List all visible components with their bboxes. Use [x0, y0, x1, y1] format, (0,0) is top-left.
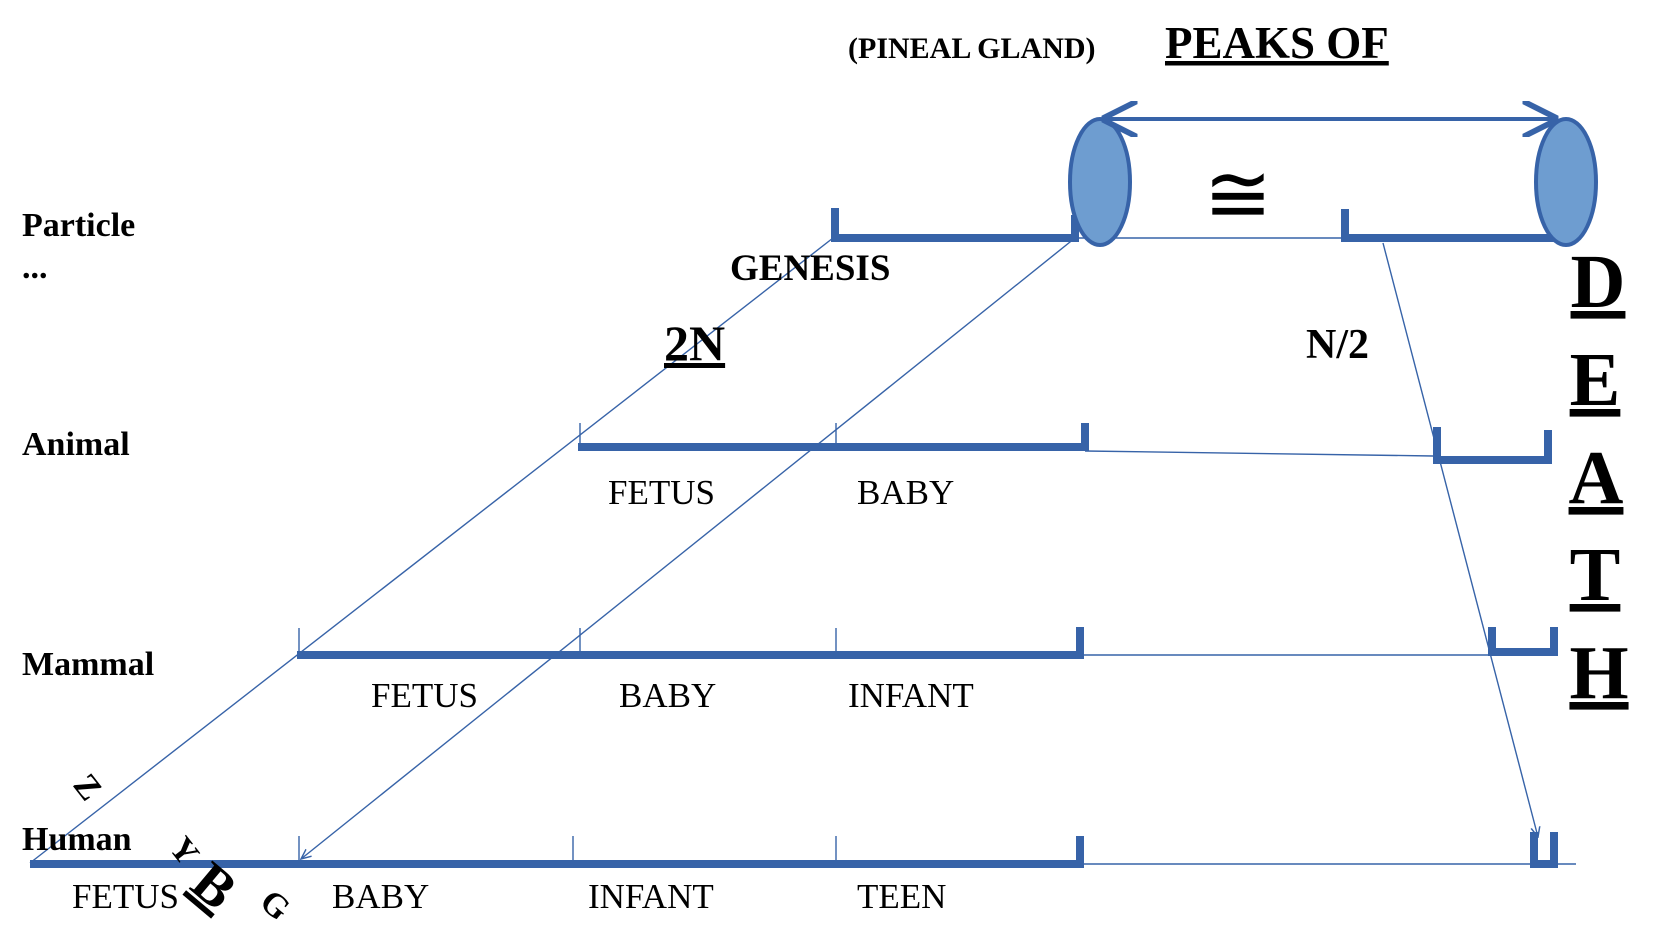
- death-letter-d: D: [1571, 240, 1626, 324]
- mammal-bar: [297, 627, 1084, 659]
- death-letter-a: A: [1569, 436, 1624, 520]
- connector-lines: [29, 237, 1576, 865]
- particle-bar: [831, 208, 1079, 242]
- right-peak-ellipse: [1534, 117, 1598, 247]
- mammal-stage-baby: BABY: [619, 676, 716, 715]
- mammal-stage-fetus: FETUS: [371, 676, 478, 715]
- left-diagonal-inner: [301, 237, 1076, 859]
- human-right-bar: [1530, 832, 1558, 868]
- genesis-label: GENESIS: [730, 248, 890, 289]
- left-diagonal-outer: [29, 237, 834, 864]
- peaks-of-heading: PEAKS OF: [1165, 18, 1389, 68]
- human-stage-fetus: FETUS: [72, 877, 179, 916]
- animal-stage-fetus: FETUS: [608, 473, 715, 512]
- human-bar: [30, 836, 1084, 868]
- human-stage-teen: TEEN: [857, 877, 946, 916]
- level-label-particle: Particle: [22, 207, 135, 244]
- pineal-gland-label: (PINEAL GLAND): [848, 32, 1096, 65]
- left-peak-ellipse: [1068, 117, 1132, 247]
- level-bars: [30, 208, 1558, 868]
- particle-right-bar: [1341, 209, 1555, 242]
- animal-right-bar: [1433, 427, 1552, 464]
- level-label-animal: Animal: [22, 426, 130, 463]
- zygote-letter-g: G: [253, 883, 297, 928]
- level-label-particle-ellipsis: ...: [22, 249, 48, 286]
- level-label-human: Human: [22, 821, 132, 858]
- human-stage-infant: INFANT: [588, 877, 714, 916]
- mammal-stage-infant: INFANT: [848, 676, 974, 715]
- two-n-label: 2N: [664, 315, 725, 371]
- n-half-label: N/2: [1306, 322, 1369, 368]
- approx-equal-symbol: ≅: [1204, 149, 1273, 240]
- death-letter-t: T: [1570, 533, 1621, 617]
- animal-stage-baby: BABY: [857, 473, 954, 512]
- death-letter-h: H: [1569, 631, 1628, 715]
- right-diagonal: [1382, 242, 1538, 837]
- death-letters: D E A T H: [1569, 240, 1629, 715]
- zygote-letter-z: Z: [66, 767, 109, 808]
- level-label-mammal: Mammal: [22, 646, 154, 683]
- mammal-right-bar: [1488, 627, 1558, 656]
- death-letter-e: E: [1570, 338, 1621, 422]
- animal-extension-line: [1084, 450, 1434, 457]
- animal-bar: [578, 423, 1089, 451]
- human-stage-baby: BABY: [332, 877, 429, 916]
